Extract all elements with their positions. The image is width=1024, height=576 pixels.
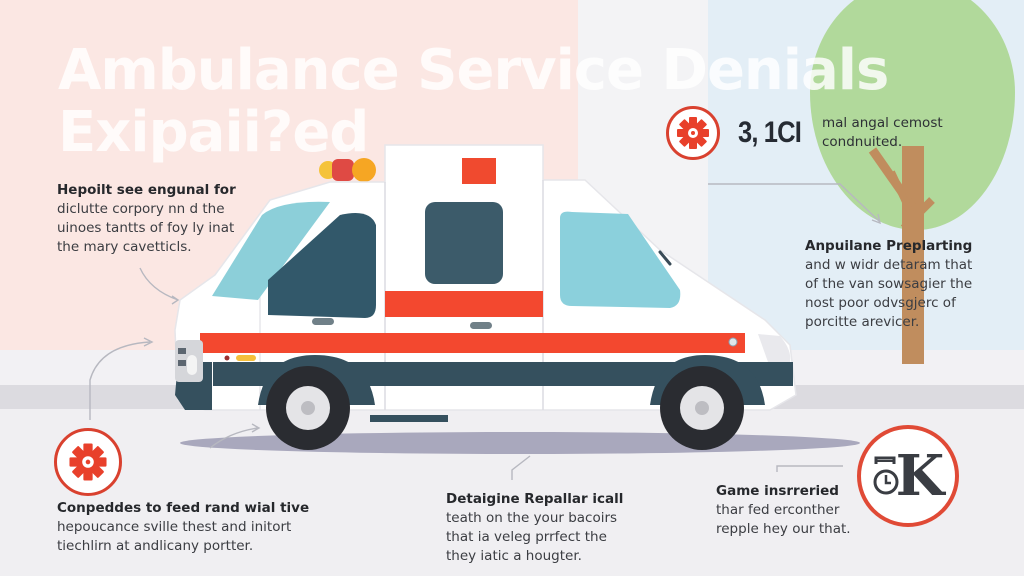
callout-bottom-left: Conpeddes to feed rand wial tive hepouca…: [57, 500, 310, 554]
callout-top-left: Hepoilt see engunal for diclutte corpory…: [57, 182, 236, 255]
callout-bottom-center: Detaigine Repallar icall teath on the yo…: [446, 491, 624, 564]
stat-value: 3, 1CI: [738, 116, 802, 149]
badge-letter: K: [895, 443, 945, 509]
infographic-title: Ambulance Service Denials Exipaii?ed: [58, 38, 889, 164]
clock-icon: [873, 456, 899, 495]
callout-bottom-right: Game insrreried thar fed erconther reppl…: [716, 483, 851, 537]
gear-medical-icon: [54, 428, 122, 496]
title-line-1: Ambulance Service Denials: [58, 38, 889, 103]
gear-medical-icon: [666, 106, 720, 160]
stat-description: mal angal cemost condnuited.: [822, 115, 943, 150]
clock-k-icon: K: [857, 425, 959, 527]
callout-right: Anpuilane Preplarting and w widr detaram…: [805, 238, 973, 330]
stat-highlight: 3, 1CI: [666, 106, 812, 160]
